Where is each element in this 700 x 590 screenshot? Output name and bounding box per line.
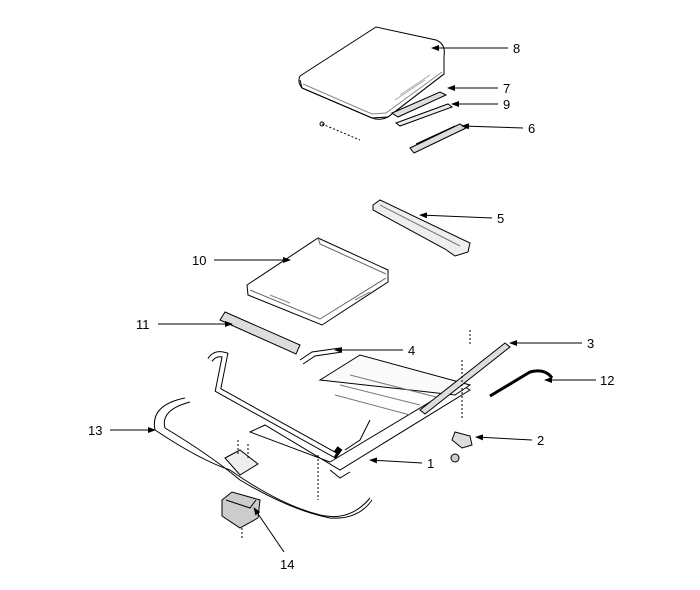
motor-part [221, 491, 261, 540]
callout-10: 10 [192, 253, 207, 268]
callout-12: 12 [600, 373, 615, 388]
callout-7: 7 [503, 81, 511, 96]
seal-tube-part [219, 311, 301, 355]
callout-6: 6 [528, 121, 536, 136]
callout-14: 14 [280, 557, 295, 572]
bracket-part [299, 347, 343, 365]
leader-lines [110, 45, 596, 553]
callout-13: 13 [88, 423, 103, 438]
callout-1: 1 [427, 456, 435, 471]
callout-8: 8 [513, 41, 521, 56]
callout-11: 11 [136, 317, 150, 332]
deflector-part [372, 199, 471, 257]
callout-3: 3 [587, 336, 595, 351]
callout-4: 4 [408, 343, 416, 358]
callout-2: 2 [537, 433, 545, 448]
rail-parts [390, 91, 468, 154]
glass-panel-part [298, 26, 445, 141]
drain-hose-part [489, 369, 554, 398]
guide-rail-part [419, 342, 511, 415]
callout-9: 9 [503, 97, 511, 112]
callout-5: 5 [497, 211, 505, 226]
hinge-bracket-part [451, 431, 473, 449]
drive-cable-part [153, 397, 373, 519]
sunshade-part [246, 237, 389, 326]
